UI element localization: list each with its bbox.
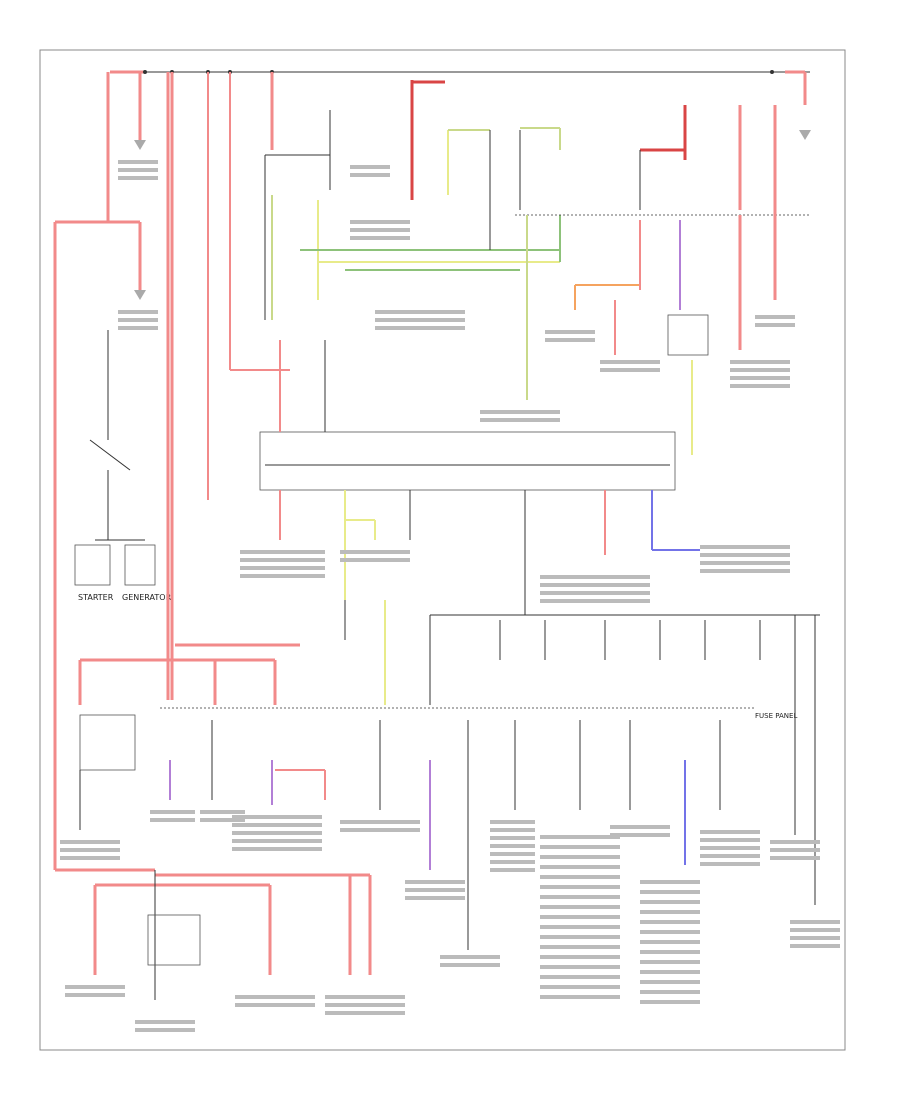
generator-box [124,544,156,586]
fuse-panel-label: FUSE PANEL [755,712,797,720]
ignition-switch-line [89,439,131,471]
bottom-relay-box [147,914,201,966]
battery-symbol [134,140,146,150]
diagram-frame [39,49,846,1051]
starter-box [74,544,111,586]
splice-point [143,70,147,74]
ground-symbol [799,130,811,140]
splice-point [770,70,774,74]
relay-box [667,314,709,356]
starter-label: STARTER [78,593,114,602]
relay-symbol [134,290,146,300]
relay-module-box [79,714,136,771]
generator-label: GENERATOR [122,593,172,602]
unreadable-label-marks [60,160,840,1032]
central-module-box [259,431,676,491]
